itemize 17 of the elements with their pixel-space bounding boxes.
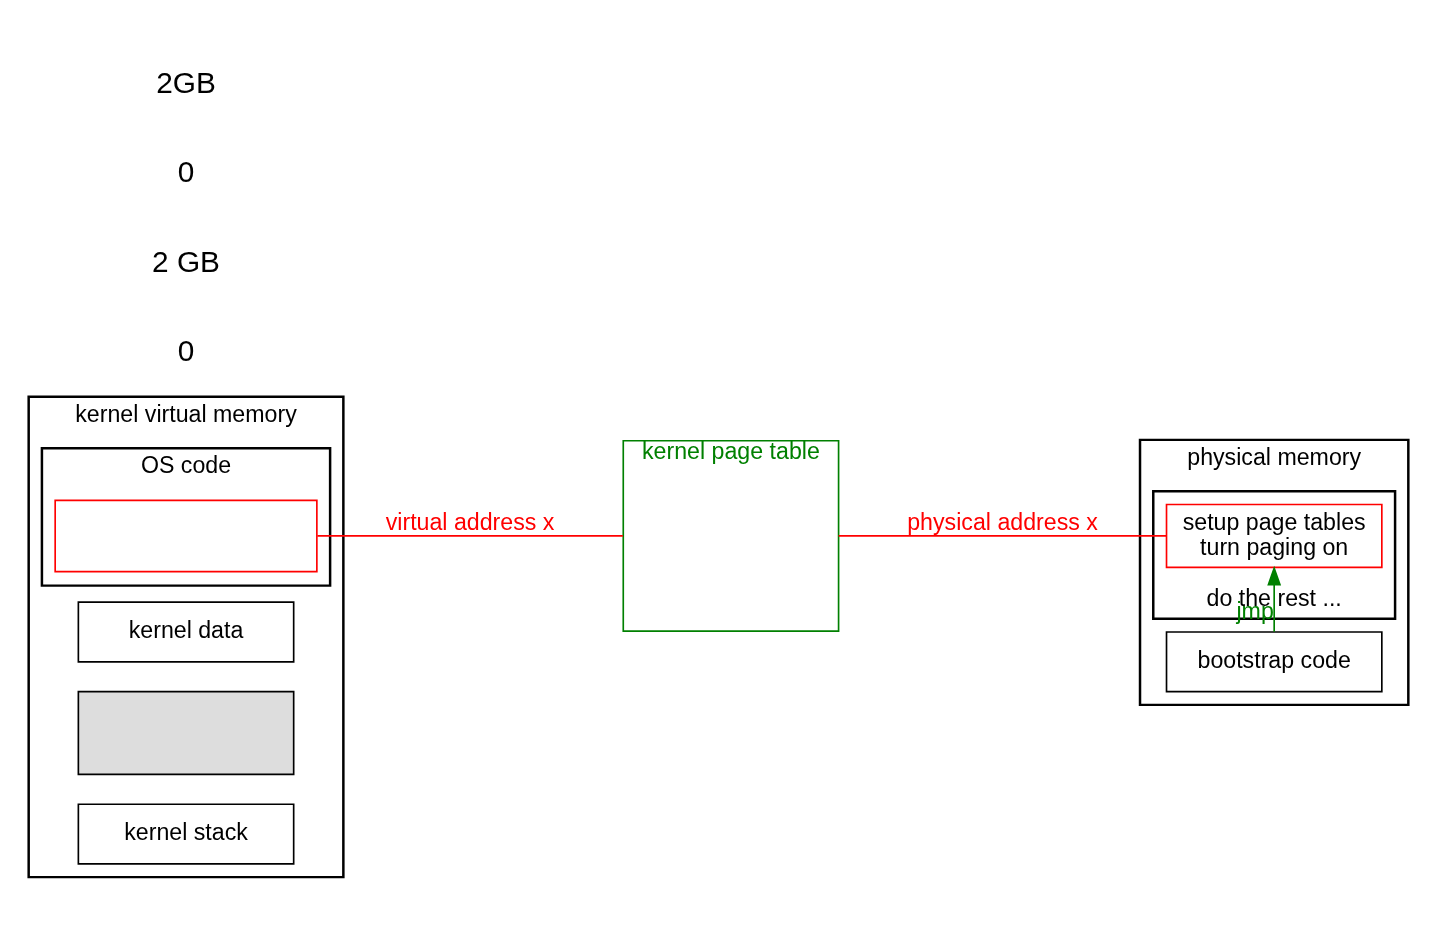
label: 0 <box>177 155 195 189</box>
label: 2 GB <box>152 244 220 278</box>
node-box <box>77 690 295 776</box>
arrow <box>1267 565 1282 633</box>
edge-label: virtual address x <box>385 508 555 535</box>
connector <box>837 535 1168 537</box>
connector <box>316 535 624 537</box>
cluster: OS code <box>40 446 332 587</box>
node-box <box>54 499 318 573</box>
node-box: kernel page table <box>622 439 840 632</box>
node-box: kernel stack <box>77 803 295 865</box>
node-box: kernel data <box>77 601 295 663</box>
edge-label: physical address x <box>907 508 1098 535</box>
label: 2GB <box>156 65 216 99</box>
node-box: bootstrap code <box>1165 631 1383 693</box>
label: 0 <box>177 334 195 368</box>
node-box: setup page tables turn paging on <box>1165 503 1383 569</box>
